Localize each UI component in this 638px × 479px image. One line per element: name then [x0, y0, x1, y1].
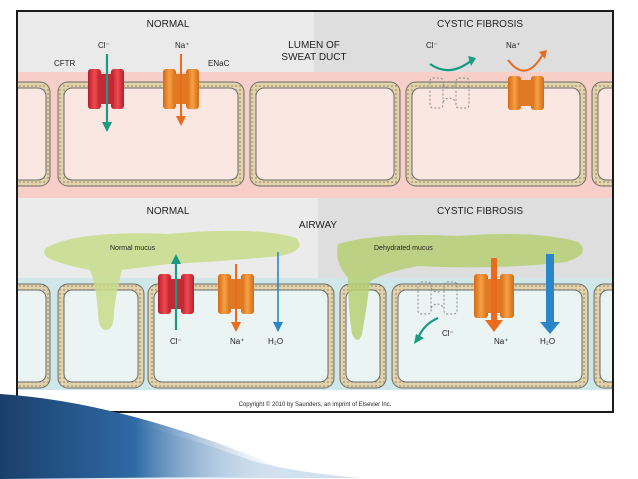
sodium-label-airway-cf: Na⁺ — [494, 337, 508, 346]
copyright-strip — [18, 390, 612, 411]
sodium-blocked-arrowhead-top — [539, 50, 547, 59]
chloride-label-airway-normal: Cl⁻ — [170, 337, 182, 346]
cftr-channel-normal — [88, 69, 124, 109]
chloride-blocked-arrowhead-top — [468, 56, 476, 66]
sodium-arrowhead-airway-normal — [231, 322, 241, 332]
enac-channel-cf-top — [508, 76, 544, 110]
chloride-blocked-arrow-top — [429, 59, 473, 72]
sodium-arrow-airway-cf — [491, 258, 497, 322]
enac-channel-airway-cf — [474, 274, 514, 318]
top-normal-title: NORMAL — [147, 19, 190, 30]
slide-swoosh-decoration — [0, 394, 360, 479]
cftr-label: CFTR — [54, 59, 76, 68]
chloride-label-airway-cf: Cl⁻ — [442, 329, 454, 338]
figure-frame: NORMAL LUMEN OF SWEAT DUCT CYSTIC FIBROS… — [16, 10, 614, 413]
airway-title: AIRWAY — [299, 220, 337, 231]
cftr-channel-defective-top — [429, 77, 470, 109]
chloride-blocked-arrowhead-airway — [414, 334, 424, 344]
lumen-title-line2: SWEAT DUCT — [281, 52, 346, 63]
normal-mucus — [44, 230, 300, 330]
sodium-arrowhead-airway-cf — [485, 320, 503, 332]
chloride-arrowhead-airway-normal — [171, 254, 181, 264]
water-label-airway-cf: H₂O — [540, 337, 555, 346]
chloride-label-cf-top: Cl⁻ — [426, 41, 438, 50]
water-arrowhead-airway-normal — [273, 322, 283, 332]
sodium-label-normal-top: Na⁺ — [175, 41, 189, 50]
chloride-arrowhead-normal-top — [102, 122, 112, 132]
water-label-airway-normal: H₂O — [268, 337, 283, 346]
water-arrowhead-airway-cf — [540, 322, 560, 334]
bottom-cell-row — [18, 283, 612, 389]
dehydrated-mucus — [337, 234, 583, 340]
bottom-normal-title: NORMAL — [147, 206, 190, 217]
sodium-blocked-arrow-top — [507, 53, 544, 72]
copyright-text: Copyright © 2010 by Saunders, an imprint… — [239, 401, 392, 408]
sodium-arrowhead-normal-top — [176, 116, 186, 126]
swoosh-dark-band — [0, 394, 300, 479]
lumen-title-line1: LUMEN OF — [288, 40, 340, 51]
cystic-fibrosis-diagram: NORMAL LUMEN OF SWEAT DUCT CYSTIC FIBROS… — [18, 12, 612, 411]
normal-mucus-label: Normal mucus — [110, 245, 156, 252]
sodium-label-airway-normal: Na⁺ — [230, 337, 244, 346]
top-cf-title: CYSTIC FIBROSIS — [437, 19, 523, 30]
dehydrated-mucus-label: Dehydrated mucus — [374, 245, 433, 252]
cftr-channel-defective-airway — [417, 281, 458, 315]
bottom-cf-title: CYSTIC FIBROSIS — [437, 206, 523, 217]
enac-label: ENaC — [208, 59, 230, 68]
sodium-label-cf-top: Na⁺ — [506, 41, 520, 50]
water-arrow-airway-cf — [546, 254, 554, 324]
chloride-label-normal-top: Cl⁻ — [98, 41, 110, 50]
top-cell-row — [18, 81, 612, 187]
